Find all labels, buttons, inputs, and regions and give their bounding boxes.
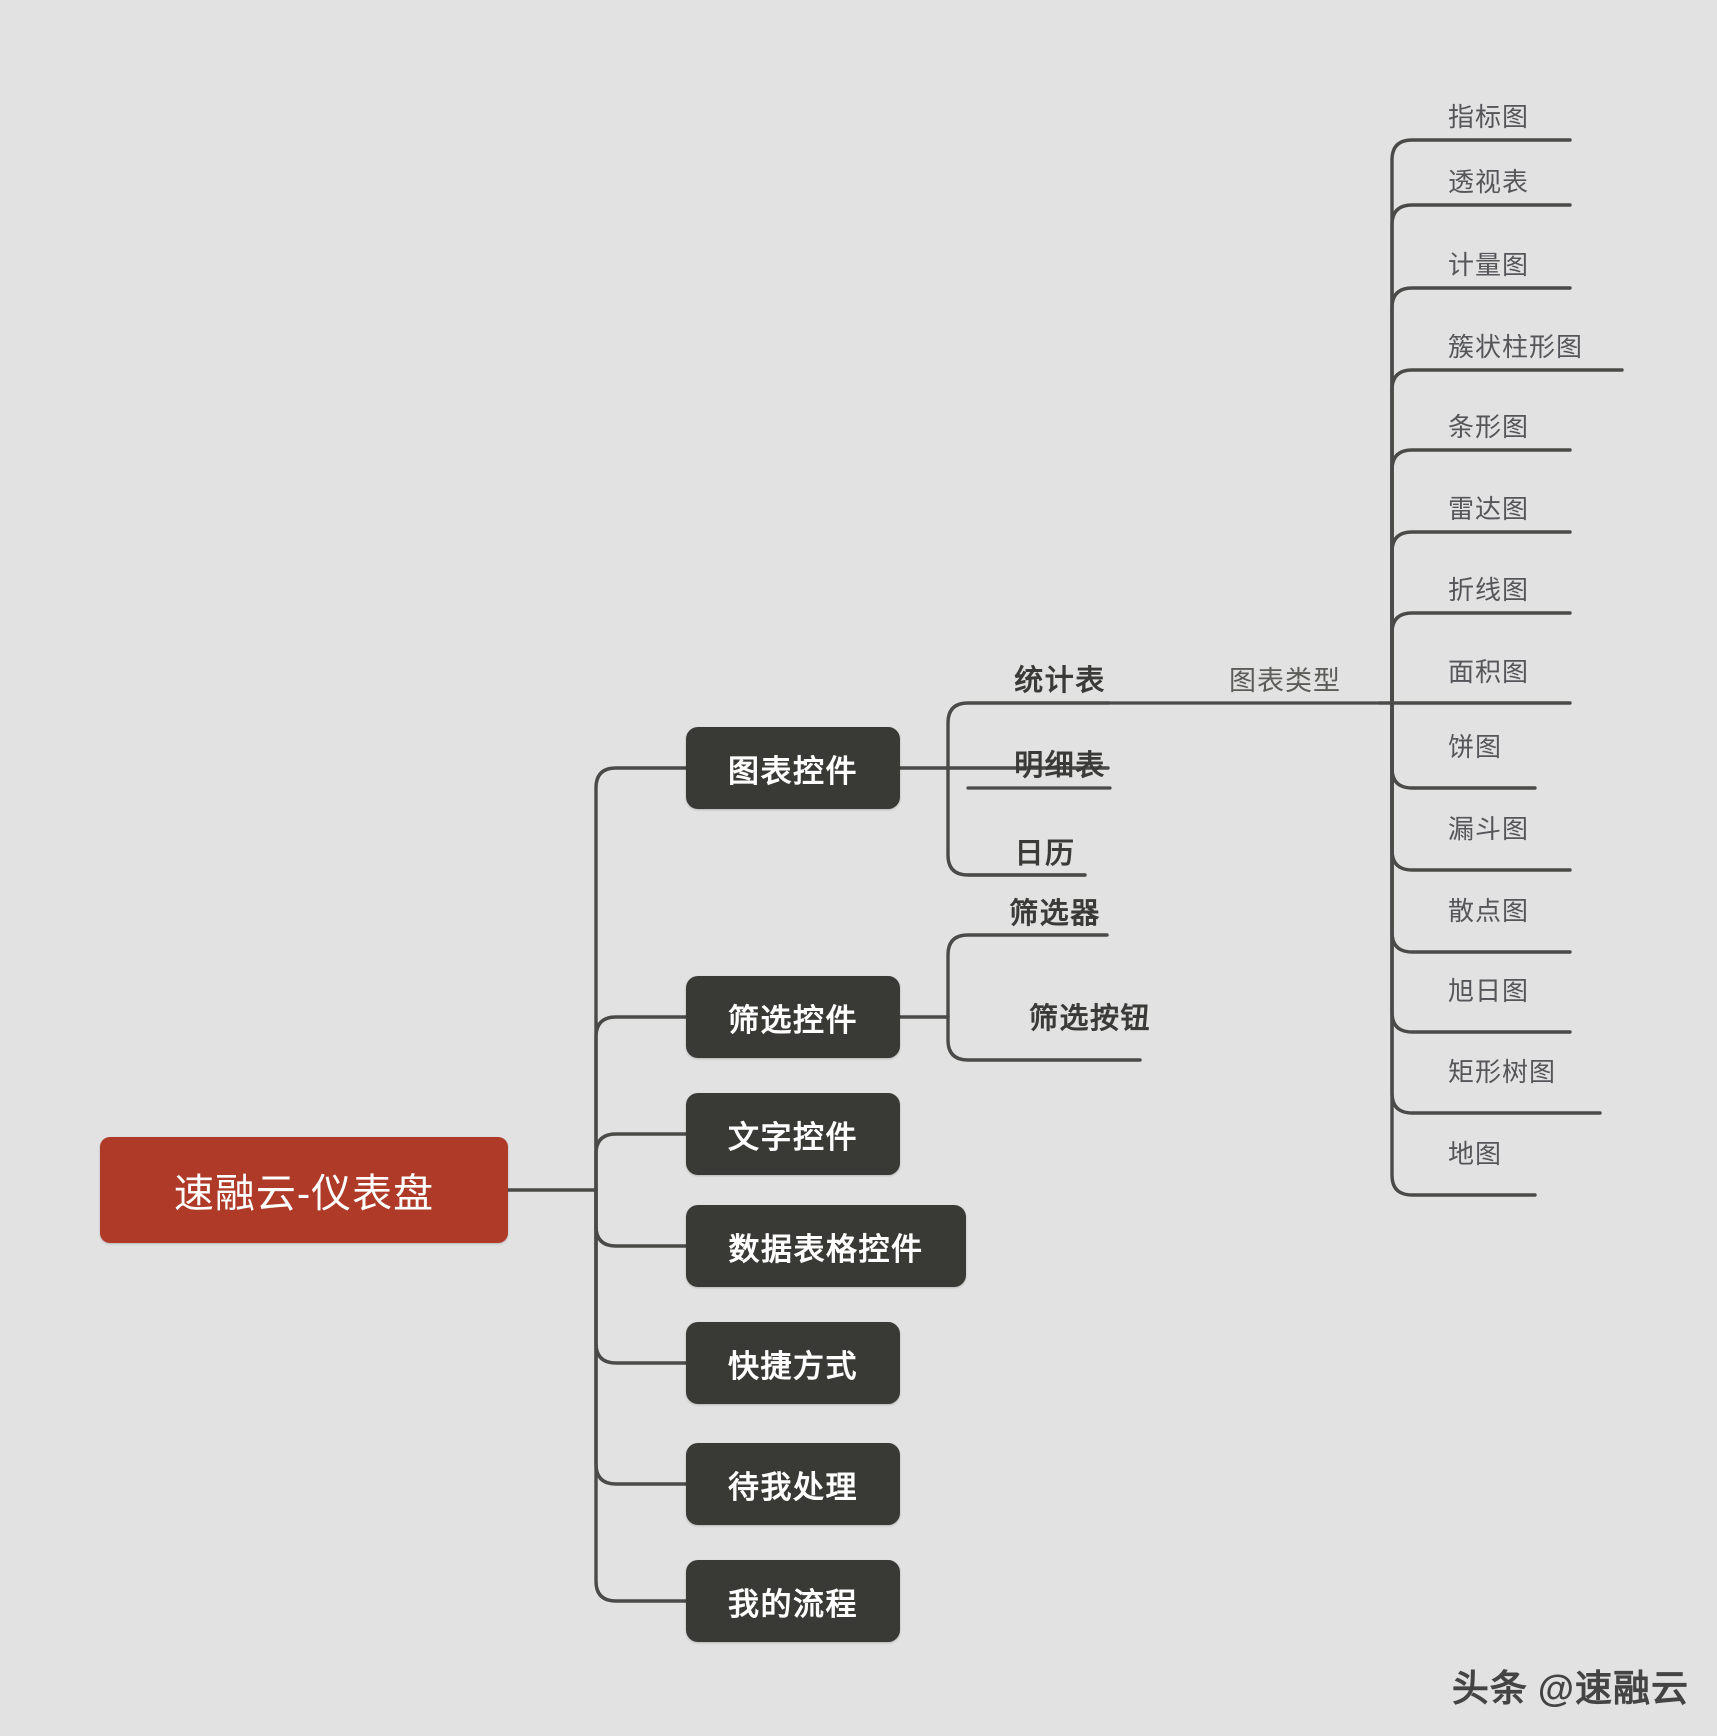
node-statistics-table[interactable]: 统计表 bbox=[1000, 655, 1120, 701]
chart-type-item-scatter[interactable]: 散点图 bbox=[1448, 887, 1628, 931]
chart-type-label: 条形图 bbox=[1448, 411, 1530, 442]
node-my-process-label: 我的流程 bbox=[728, 1586, 858, 1622]
node-filter-selector[interactable]: 筛选器 bbox=[995, 888, 1115, 934]
root-node[interactable]: 速融云-仪表盘 bbox=[100, 1137, 508, 1243]
chart-type-item-sunburst[interactable]: 旭日图 bbox=[1448, 967, 1628, 1011]
chart-type-label: 雷达图 bbox=[1448, 493, 1530, 524]
node-chart-type[interactable]: 图表类型 bbox=[1205, 655, 1365, 701]
node-filter-button-label: 筛选按钮 bbox=[1028, 1003, 1151, 1035]
chart-type-item-treemap[interactable]: 矩形树图 bbox=[1448, 1048, 1658, 1092]
chart-type-item-area[interactable]: 面积图 bbox=[1448, 648, 1628, 692]
chart-type-label: 漏斗图 bbox=[1448, 813, 1530, 844]
root-label: 速融云-仪表盘 bbox=[173, 1172, 435, 1216]
node-data-table-widget[interactable]: 数据表格控件 bbox=[686, 1205, 966, 1287]
chart-type-item-funnel[interactable]: 漏斗图 bbox=[1448, 805, 1628, 849]
node-chart-widget-label: 图表控件 bbox=[728, 753, 858, 789]
node-chart-type-label: 图表类型 bbox=[1229, 665, 1341, 696]
node-filter-widget-label: 筛选控件 bbox=[728, 1002, 858, 1038]
chart-type-label: 饼图 bbox=[1448, 731, 1503, 762]
node-shortcut-label: 快捷方式 bbox=[728, 1348, 858, 1384]
chart-type-item-pivot-table[interactable]: 透视表 bbox=[1448, 158, 1628, 202]
chart-type-item-clustered-column[interactable]: 簇状柱形图 bbox=[1448, 323, 1658, 367]
chart-type-item-pie[interactable]: 饼图 bbox=[1448, 723, 1628, 767]
node-calendar-label: 日历 bbox=[1014, 838, 1076, 870]
watermark-handle: @速融云 bbox=[1537, 1668, 1689, 1709]
chart-type-item-indicator[interactable]: 指标图 bbox=[1448, 93, 1628, 137]
chart-type-label: 透视表 bbox=[1448, 166, 1530, 197]
chart-type-item-radar[interactable]: 雷达图 bbox=[1448, 485, 1628, 529]
chart-type-label: 地图 bbox=[1448, 1138, 1503, 1169]
chart-type-item-bar[interactable]: 条形图 bbox=[1448, 403, 1628, 447]
node-statistics-table-label: 统计表 bbox=[1014, 665, 1106, 697]
chart-type-label: 面积图 bbox=[1448, 656, 1530, 687]
chart-type-label: 旭日图 bbox=[1448, 975, 1530, 1006]
node-detail-table[interactable]: 明细表 bbox=[1000, 740, 1120, 786]
node-detail-table-label: 明细表 bbox=[1014, 750, 1106, 782]
node-text-widget[interactable]: 文字控件 bbox=[686, 1093, 900, 1175]
chart-type-label: 矩形树图 bbox=[1448, 1056, 1557, 1087]
node-filter-selector-label: 筛选器 bbox=[1009, 898, 1101, 930]
watermark-platform: 头条 bbox=[1451, 1668, 1528, 1709]
node-shortcut[interactable]: 快捷方式 bbox=[686, 1322, 900, 1404]
node-chart-widget[interactable]: 图表控件 bbox=[686, 727, 900, 809]
chart-type-label: 折线图 bbox=[1448, 574, 1530, 605]
node-pending-tasks-label: 待我处理 bbox=[728, 1469, 858, 1505]
chart-type-item-gauge[interactable]: 计量图 bbox=[1448, 241, 1628, 285]
chart-type-label: 计量图 bbox=[1448, 249, 1530, 280]
node-text-widget-label: 文字控件 bbox=[728, 1119, 858, 1155]
chart-type-item-map[interactable]: 地图 bbox=[1448, 1130, 1628, 1174]
node-my-process[interactable]: 我的流程 bbox=[686, 1560, 900, 1642]
chart-type-label: 指标图 bbox=[1448, 101, 1530, 132]
watermark: 头条 @速融云 bbox=[1452, 1658, 1689, 1712]
node-pending-tasks[interactable]: 待我处理 bbox=[686, 1443, 900, 1525]
node-data-table-widget-label: 数据表格控件 bbox=[728, 1231, 924, 1267]
node-filter-button[interactable]: 筛选按钮 bbox=[1015, 993, 1165, 1039]
node-calendar[interactable]: 日历 bbox=[1000, 828, 1090, 874]
chart-type-label: 簇状柱形图 bbox=[1448, 331, 1584, 362]
node-filter-widget[interactable]: 筛选控件 bbox=[686, 976, 900, 1058]
chart-type-label: 散点图 bbox=[1448, 895, 1530, 926]
chart-type-item-line[interactable]: 折线图 bbox=[1448, 566, 1628, 610]
